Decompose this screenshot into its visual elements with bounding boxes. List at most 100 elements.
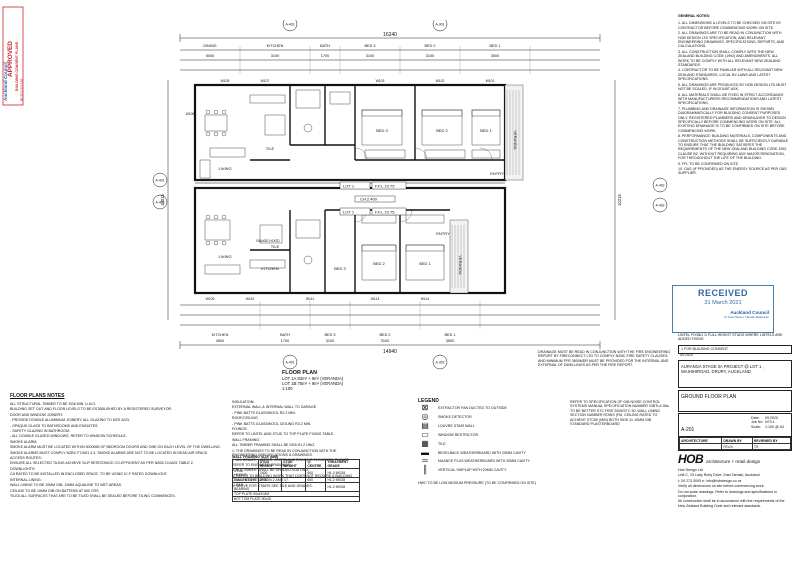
gib-note: REFER TO SPECIFICATION OF GIB NOISE CONT… [570,400,670,427]
top-room-label: DINING [203,44,216,48]
legend-item: ▤ LOUVRE STAIR WALL [418,420,568,430]
floor-note-line: DOOR AND WINDOW JOINERY: [10,412,64,417]
room-label: VERANDA [458,255,463,275]
room-label: KITCHEN [261,266,279,271]
table-cell [281,468,307,479]
window-tag: W107 [261,79,270,83]
ap-ref: BCO10320183 [20,78,24,101]
sheet-info-row: Job No:N79-1 [751,420,784,424]
table-cell [305,482,327,493]
company-line: Unit C, 19 Lady Ruby Drive, East Tamaki,… [678,473,760,478]
table-cell [232,459,259,470]
ap-council: Auckland Council [3,62,8,101]
sheet-info-key: Date: [751,416,760,420]
sheet-info-value: N79-1 [765,420,775,425]
legend-heading: LEGEND [418,398,439,404]
room-label: BED 2 [436,128,448,133]
section-marker-left-b: A-402 [155,201,164,205]
drainage-note: DRAINAGE MUST BE READ IN CONJUNCTION WIT… [538,350,671,368]
ap-date: 31/03/2021 [2,83,3,101]
table-cell: BOT TOM PLATE 90x45 [232,496,360,503]
overall-dim-right: 10215 [617,194,622,206]
floor-notes-list: ALL STRUCTURAL TIMBER TO BE SG8 MIN. U.N… [10,402,230,498]
section-marker-top-b: A-301 [435,23,444,27]
floor-note-line: ROOF/CEILING [232,416,258,421]
floor-note-line: - PINK BATTS GLASSWOOL CEILING R3.2 MIN. [232,421,312,426]
plan-title-block: FLOOR PLAN LOT 1A:82m² + 9m² (VERANDA) L… [282,370,402,391]
room-label: RANGE HOOD [256,239,280,243]
plan-title: FLOOR PLAN [282,370,318,376]
top-room-label: BED 1 [490,44,501,48]
plan-lot-line: LOT 1A:82m² + 9m² (VERANDA) [282,376,344,381]
floor-note-line: WALL LINING TO BE 10MM GIB, 10MM AQUALIN… [10,483,123,488]
project-box: AURANGA STAGE 3A PROJECT @ LOT 1 , WAIHI… [678,360,792,388]
lot-b-ffl: F.F.L 10.75 [375,210,395,215]
bottom-room-label: BATH [280,333,290,337]
overall-dim-bottom: 14940 [383,349,397,355]
room-label: ENTRY [490,171,504,176]
floor-note-line: ALL TIMBER FRAMING SHALL BE SG8 H1.2 UNO… [232,443,316,448]
received-council-sub: Te Kaunihera o Tāmaki Makaurau [724,315,769,319]
legend-item-label: EXTRACTOR FAN DUCTED TO OUTSIDE [438,406,507,410]
room-label: BED 1 [419,261,431,266]
ap-status: APPROVED [7,41,14,77]
overall-dim-left: 10015 [160,194,165,206]
room-label: BED 1 [480,128,492,133]
bottom-room-label: BED 1 [445,333,456,337]
table-cell: FELIX [721,443,753,450]
floor-plan-drawing: A-401 A-301 A-401 A-302 A-401 A-402 A-40… [152,20,668,370]
revision-row: 1 FOR BUILDING CONSENT [678,345,792,354]
ap-sub: BUILDING CONSENT PLANS [15,41,19,91]
room-label: LIVING [218,166,231,171]
revision-date: 09.2020 [680,353,693,357]
general-note-item: 5. ALL DRAWINGS ARE PRODUCED BY HOB DESI… [678,82,787,92]
table-cell: H1.2 MSG8 [325,468,360,479]
project-name: AURANGA STAGE 3A PROJECT @ LOT 1 , WAIHI… [681,364,764,374]
room-label: LIVING [218,254,231,259]
room-label: TILE [266,146,275,151]
legend-symbol-icon: ◎ [421,411,429,421]
window-tag: W113 [371,297,380,301]
section-marker-right-a: A-402 [655,184,664,188]
legend-symbol-icon: ▤ [421,420,429,430]
legend-symbol-icon: ▦ [421,438,429,448]
floor-note-line: 1. THE DRAWINGS TO BE READ IN CONJUNCTIO… [232,448,337,458]
bottom-room-dim: 4500 [216,339,224,343]
floor-note-line: SMOKE ALARM: [10,439,38,444]
legend-item: ▬BEVELBACK WEATHERBOARD WITH 20MM CAVITY [418,448,568,457]
legend-item: ▭WINDOW RESTRICTOR [418,430,568,439]
drawing-title-box: GROUND FLOOR PLAN [678,390,792,412]
table-cell [281,482,307,493]
general-note-item: 2. ALL DRAWINGS ARE TO BE READ IN CONJUN… [678,31,785,49]
legend-item-label: WINDOW RESTRICTOR [438,432,479,437]
bottom-room-label: BED 3 [325,333,336,337]
legend: LEGEND ⊠EXTRACTOR FAN DUCTED TO OUTSIDE◎… [418,398,568,485]
legend-item-label: SMOKE DETECTOR [438,414,472,419]
legend-item-label: TILE [438,441,446,446]
top-room-dim: 5000 [206,54,214,58]
window-tag: W102 [436,79,445,83]
sheet-info-key: Scale: [751,424,761,429]
legend-item: ▦ TILE [418,438,568,448]
legend-item-label: LOUVRE STAIR WALL [438,423,475,428]
legend-symbol-icon: ⊠ [421,403,429,412]
lot-a-ffl: F.F.L 10.75 [375,184,395,189]
section-marker-left-a: A-401 [155,179,164,183]
table-cell: TS [751,443,792,450]
table-cell [678,443,723,450]
legend-list: ⊠ EXTRACTOR FAN DUCTED TO OUTSIDE ◎ SMOKE D… [418,403,568,474]
legend-item: ◎ SMOKE DETECTOR [418,411,568,421]
company-line: t: 09 273 3005 e: info@hobdesign.co.nz [678,478,742,483]
table-cell: @ CENTRE [305,459,327,470]
plan-scale: 1:100 [282,386,293,391]
general-note-item: 1. ALL DIMENSIONS & LEVELS TO BE CHECKED… [678,21,782,30]
bottom-room-dim: 1700 [281,339,289,343]
general-notes: GENERAL NOTES: 1. ALL DIMENSIONS & LEVEL… [678,14,790,177]
floor-note-line: WALL FRAMING: [232,437,261,442]
general-note-item: 9. FFL TO BE CONFIRMED ON SITE. [678,161,740,166]
